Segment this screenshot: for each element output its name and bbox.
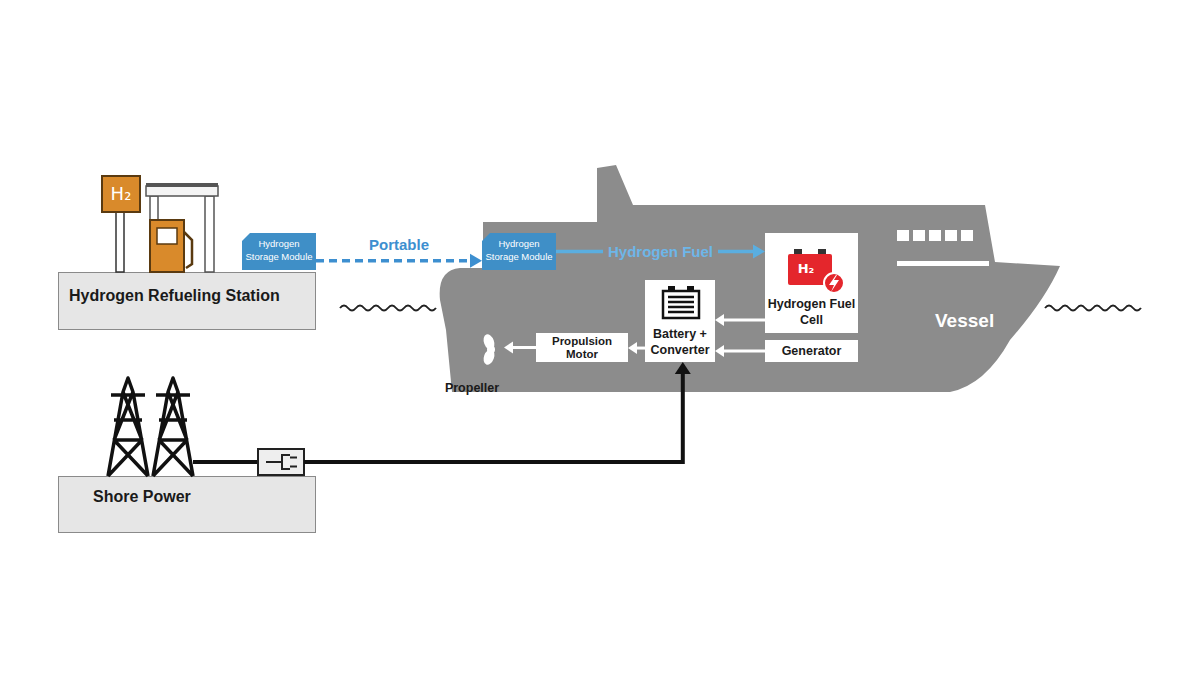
generator-box: Generator [765, 340, 858, 362]
power-pylon [108, 378, 148, 476]
pump-display [157, 228, 177, 244]
node-text: Hydrogen Fuel Cell [765, 296, 858, 328]
connector-line [511, 346, 536, 349]
edge-label: Portable [369, 236, 429, 254]
hull-outline [437, 160, 1062, 395]
arrow-head [753, 245, 765, 259]
connector-line [722, 319, 765, 322]
node-text: Propeller [436, 381, 508, 396]
node-text: Hydrogen Refueling Station [69, 286, 315, 306]
node-text: Propulsion Motor [536, 335, 628, 361]
node-text: Battery + Converter [645, 326, 715, 358]
arrow-head [470, 254, 482, 268]
pump-hose [184, 232, 192, 268]
canopy-pillar [205, 196, 214, 272]
arrow-head [715, 345, 724, 357]
propeller-hub [487, 346, 495, 354]
battery-icon [663, 291, 699, 318]
connector [504, 342, 536, 354]
window [913, 230, 925, 241]
connector-line [722, 350, 765, 353]
node-text: Generator [765, 343, 858, 359]
battery-cells [668, 297, 694, 312]
connector-line [316, 372, 683, 462]
window [945, 230, 957, 241]
h2-sign [102, 176, 140, 212]
connector [715, 345, 765, 357]
arrow-head [715, 314, 724, 326]
deck-stripe [897, 261, 989, 266]
motor-box: Propulsion Motor [536, 333, 628, 362]
canopy-band [146, 183, 218, 187]
node-text: Vessel [935, 310, 1045, 332]
window [897, 230, 909, 241]
power-cable [193, 460, 258, 464]
icon-label: H₂ [101, 183, 141, 205]
connector [715, 314, 765, 326]
node-text: Hydrogen Storage Module [483, 237, 555, 263]
connector [316, 362, 691, 462]
window [929, 230, 941, 241]
storage-module: Hydrogen Storage Module [242, 233, 316, 270]
plug-box [258, 449, 304, 475]
power-cable [304, 460, 317, 464]
plug-symbol [266, 455, 297, 469]
connector [628, 342, 645, 354]
station-box: Hydrogen Refueling Station [58, 272, 316, 330]
water-wave [340, 306, 436, 311]
node-text: Shore Power [93, 487, 303, 507]
node-text: Hydrogen Storage Module [243, 237, 315, 263]
fuel-pump [150, 220, 184, 272]
canopy-roof [146, 186, 218, 196]
power-badge [824, 273, 844, 293]
propeller-node: Propeller [440, 338, 504, 398]
sign-pole [116, 212, 124, 272]
water-wave [1045, 306, 1141, 311]
arrow-head [675, 362, 691, 374]
vessel-shape: VesselHydrogen Storage ModuleHydrogen Fu… [437, 160, 1062, 395]
edge-label: Hydrogen Fuel [603, 243, 718, 261]
window [961, 230, 973, 241]
storage-module: Hydrogen Storage Module [482, 233, 556, 270]
connector [316, 254, 482, 268]
arrow-head [504, 342, 513, 354]
icon-label: H₂ [789, 261, 823, 277]
canopy-pillar [150, 196, 158, 222]
power-pylon [153, 378, 193, 476]
shore-base: Shore Power [58, 476, 316, 533]
connector-line [316, 259, 472, 263]
hull-fill [440, 165, 1060, 392]
arrow-head [628, 342, 637, 354]
lightning-bolt [829, 275, 839, 292]
